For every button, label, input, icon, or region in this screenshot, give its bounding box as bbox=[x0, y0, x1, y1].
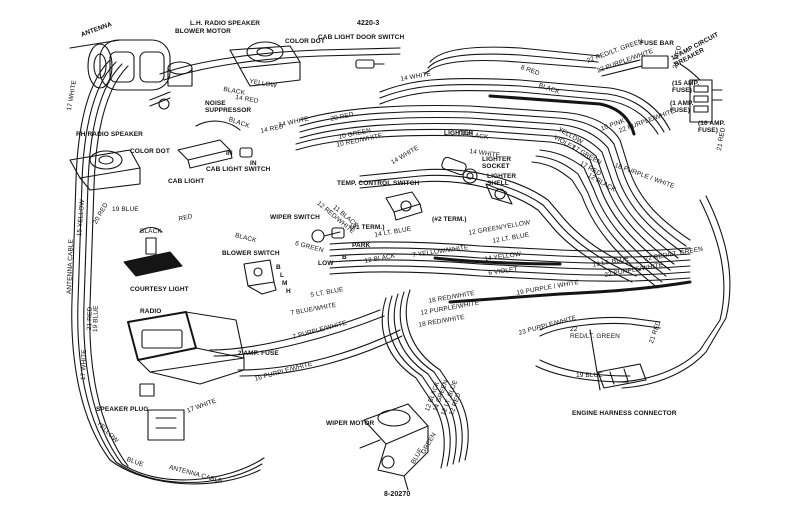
rh-speaker-drawing bbox=[69, 149, 141, 191]
term-m-blower: M bbox=[282, 280, 288, 287]
main-harness bbox=[71, 46, 731, 485]
term-b-blower: B bbox=[276, 264, 281, 271]
label-2amp-fuse: 2 AMP. FUSE bbox=[238, 350, 279, 357]
wire-19-blue-left: 19 BLUE bbox=[92, 305, 100, 333]
label-fuse-1: (1 AMP. FUSE) bbox=[670, 100, 694, 114]
term-l-blower: L bbox=[280, 272, 285, 279]
label-color-dot-1: COLOR DOT bbox=[285, 38, 325, 45]
label-blower-switch: BLOWER SWITCH bbox=[222, 250, 280, 257]
term-h-blower: H bbox=[286, 288, 291, 295]
label-term1: (#1 TERM.) bbox=[350, 224, 385, 231]
heavy-conduits bbox=[433, 94, 692, 304]
label-cab-door-switch: CAB LIGHT DOOR SWITCH bbox=[318, 34, 405, 41]
blower-switch-drawing bbox=[243, 259, 277, 295]
label-radio: RADIO bbox=[140, 308, 162, 315]
term-b-wiper: B bbox=[342, 254, 347, 261]
blower-motor-drawing bbox=[149, 61, 193, 110]
label-lighter: LIGHTER bbox=[444, 130, 474, 137]
label-cab-light-switch: CAB LIGHT SWITCH bbox=[206, 166, 271, 173]
label-cab-light: CAB LIGHT bbox=[168, 178, 205, 185]
label-term2: (#2 TERM.) bbox=[432, 216, 467, 223]
label-fuse-15: (15 AMP. FUSE) bbox=[672, 80, 700, 94]
radio-drawing bbox=[127, 311, 245, 385]
fuse-bar-block bbox=[599, 55, 723, 123]
label-temp-switch: TEMP. CONTROL SWITCH bbox=[337, 180, 420, 187]
cab-light-drawing bbox=[177, 120, 253, 169]
wiper-switch-drawing bbox=[311, 227, 345, 243]
term-in-2: IN bbox=[250, 160, 257, 167]
wire-black-courtesy: BLACK bbox=[140, 228, 162, 235]
label-fuse-10: (10 AMP. FUSE) bbox=[698, 120, 726, 134]
speaker-plug-drawing bbox=[139, 383, 185, 441]
engine-connector-drawing bbox=[597, 363, 647, 389]
courtesy-light-drawing bbox=[123, 226, 183, 277]
wire-19-blue: 19 BLUE bbox=[112, 206, 139, 213]
label-fuse-bar: FUSE BAR bbox=[640, 40, 675, 47]
label-noise-suppressor: NOISE SUPPRESSOR bbox=[205, 100, 252, 114]
antenna-assembly bbox=[69, 39, 171, 91]
wire-22-red-green-b: 22 RED/LT. GREEN bbox=[570, 326, 620, 340]
lh-speaker-drawing bbox=[229, 41, 301, 87]
label-wiper-switch: WIPER SWITCH bbox=[270, 214, 320, 221]
label-rh-speaker: RH RADIO SPEAKER bbox=[76, 131, 143, 138]
label-park: PARK bbox=[352, 242, 371, 249]
label-blower-motor: BLOWER MOTOR bbox=[175, 28, 231, 35]
label-low: LOW bbox=[318, 260, 334, 267]
drawing-number: 4220-3 bbox=[357, 20, 380, 27]
label-lh-speaker: L.H. RADIO SPEAKER bbox=[190, 20, 261, 27]
label-wiper-motor: WIPER MOTOR bbox=[326, 420, 375, 427]
wire-17-white-left: 17 WHITE bbox=[80, 349, 89, 381]
door-switch-drawing bbox=[355, 59, 385, 69]
label-color-dot-2: COLOR DOT bbox=[130, 148, 170, 155]
wiper-motor-drawing bbox=[359, 403, 429, 491]
temp-switch-drawing bbox=[385, 191, 423, 221]
label-lighter-shell: LIGHTER SHELL bbox=[487, 173, 517, 187]
term-in-1: IN bbox=[226, 150, 233, 157]
label-engine-connector: ENGINE HARNESS CONNECTOR bbox=[572, 410, 677, 417]
label-courtesy-light: COURTESY LIGHT bbox=[130, 286, 189, 293]
label-speaker-plug: SPEAKER PLUG bbox=[96, 406, 149, 413]
wire-19-lt-blue-eng: 19 BLUE bbox=[576, 372, 603, 379]
label-lighter-socket: LIGHTER SOCKET bbox=[482, 156, 512, 170]
lighter-drawing bbox=[441, 156, 513, 205]
footer-number: 8-20270 bbox=[384, 491, 411, 498]
